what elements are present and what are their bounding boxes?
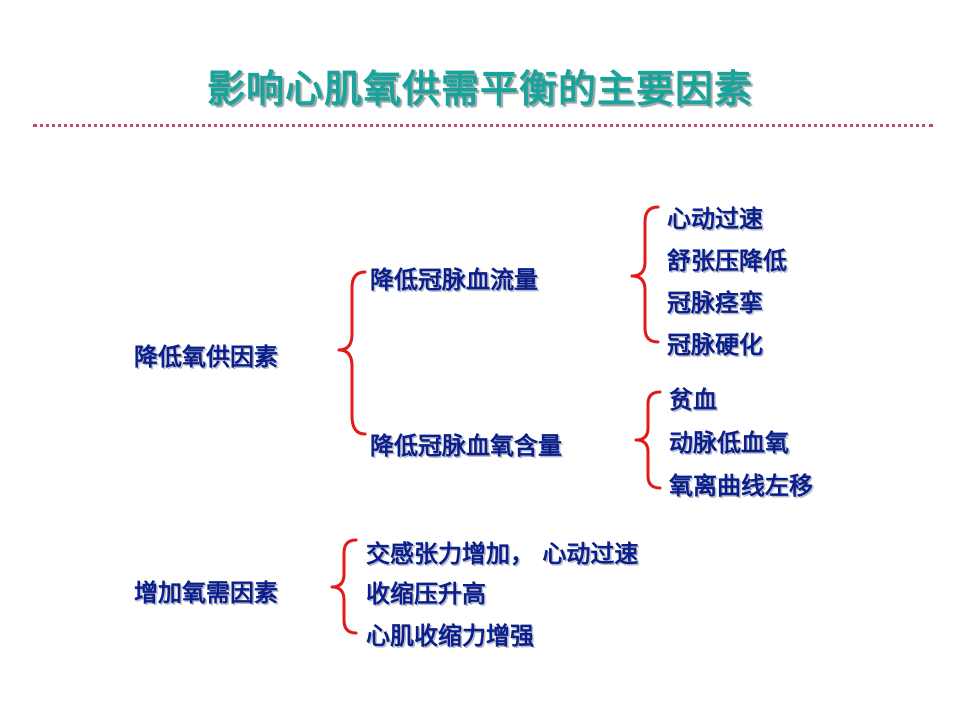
flow-label: 降低冠脉血流量	[370, 266, 538, 294]
bracket-content	[634, 390, 662, 490]
content-item: 贫血	[669, 386, 717, 414]
bracket-flow	[630, 205, 660, 344]
content-item: 氧离曲线左移	[669, 472, 813, 500]
title-divider	[33, 124, 933, 127]
demand-item: 心肌收缩力增强	[366, 622, 534, 650]
demand-item: 交感张力增加， 心动过速	[366, 540, 639, 568]
flow-item: 心动过速	[667, 205, 763, 233]
supply-root-label: 降低氧供因素	[134, 343, 278, 371]
flow-item: 冠脉硬化	[667, 331, 763, 359]
demand-root-label: 增加氧需因素	[134, 579, 278, 607]
bracket-demand	[330, 538, 358, 635]
bracket-supply-root	[337, 270, 367, 436]
flow-item: 舒张压降低	[667, 247, 787, 275]
slide-title: 影响心肌氧供需平衡的主要因素	[206, 67, 753, 111]
flow-item: 冠脉痉挛	[667, 289, 763, 317]
content-item: 动脉低血氧	[669, 429, 789, 457]
demand-item: 收缩压升高	[366, 580, 486, 608]
content-label: 降低冠脉血氧含量	[370, 432, 562, 460]
